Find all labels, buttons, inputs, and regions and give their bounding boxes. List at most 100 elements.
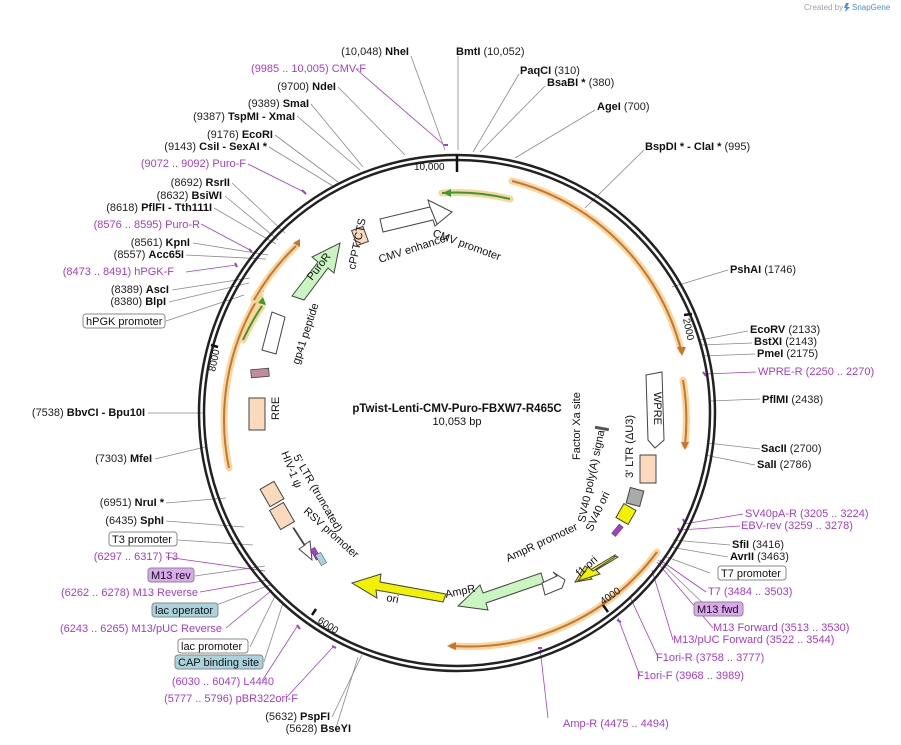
site-pflfi-tth111i[interactable]: (8618) PflFI - Tth111I [106,202,212,214]
site-paqci[interactable]: PaqCI (310) [520,65,580,77]
site-blpi[interactable]: (8380) BlpI [110,296,166,308]
site-pspfi[interactable]: (5632) PspFI [265,711,330,723]
primer-cmv-f[interactable]: (9985 .. 10,005) CMV-F [251,63,366,75]
cmv-promoter-arrow [379,199,453,233]
site-sacii[interactable]: SacII (2700) [761,443,822,455]
label-ori: ori [385,592,399,606]
primer-l4440[interactable]: (6030 .. 6047) L4440 [172,676,274,688]
site-sphi[interactable]: (6435) SphI [105,515,164,527]
box-cap-binding-site[interactable]: CAP binding site [174,654,264,670]
box-m13-fwd[interactable]: M13 fwd [693,601,744,617]
factorxa-mark [594,425,610,432]
primer-t3[interactable]: (6297 .. 6317) T3 [94,551,178,563]
tick-2000: 2000 [680,317,695,341]
svg-text:M13 fwd: M13 fwd [697,604,739,616]
svg-text:T3 promoter: T3 promoter [112,534,172,546]
backbone-ticks [210,155,693,616]
site-pshai[interactable]: PshAI (1746) [730,264,796,276]
site-sfii[interactable]: SfiI (3416) [732,539,784,551]
site-acc65i[interactable]: (8557) Acc65I [114,249,184,261]
site-kpni[interactable]: (8561) KpnI [131,237,190,249]
site-sali[interactable]: SalI (2786) [757,459,811,471]
primer-t7[interactable]: T7 (3484 .. 3503) [708,586,792,598]
site-bspdi-clai[interactable]: BspDI * - ClaI * (995) [645,141,750,153]
plasmid-name: pTwist-Lenti-CMV-Puro-FBXW7-R465C [352,403,561,415]
site-nrui[interactable]: (6951) NruI * [100,497,165,509]
tick-6000: 6000 [315,615,340,637]
site-nhei[interactable]: (10,048) NheI [341,46,409,58]
site-ecorv[interactable]: EcoRV (2133) [750,324,820,336]
primer-puro-r[interactable]: (8576 .. 8595) Puro-R [94,219,200,231]
primer-sv40pa-r[interactable]: SV40pA-R (3205 .. 3224) [745,508,869,520]
label-gp41: gp41 peptide [290,302,321,366]
sv40ori-box [615,502,637,526]
primer-ebv-rev[interactable]: EBV-rev (3259 .. 3278) [741,520,853,532]
primer-pbr322ori-f[interactable]: (5777 .. 5796) pBR322ori-F [164,693,298,705]
pink-feature [250,367,270,379]
primer-puro-f[interactable]: (9072 .. 9092) Puro-F [141,158,246,170]
site-bstxi[interactable]: BstXI (2143) [754,336,817,348]
primer-labels: (9985 .. 10,005) CMV-F (9072 .. 9092) Pu… [60,63,874,730]
site-ecori[interactable]: (9176) EcoRI [207,129,273,141]
site-bbvci-bpu10i[interactable]: (7538) BbvCI - Bpu10I [32,407,145,419]
box-t7-promoter[interactable]: T7 promoter [717,565,787,581]
primer-m13puc-forward[interactable]: M13/pUC Forward (3522 .. 3544) [673,634,834,646]
primer-m13-forward[interactable]: M13 Forward (3513 .. 3530) [713,622,849,634]
site-tspmi-xmai[interactable]: (9387) TspMI - XmaI [193,111,295,123]
site-rsrii[interactable]: (8692) RsrII [171,177,230,189]
box-lac-promoter[interactable]: lac promoter [177,638,249,654]
boxed-labels: hPGK promoter T3 promoter M13 rev lac op… [82,313,787,670]
box-lac-operator[interactable]: lac operator [151,602,219,618]
label-cppt: cPPT/CTS [346,217,369,270]
site-avrii[interactable]: AvrII (3463) [730,551,789,563]
site-bseyi[interactable]: (5628) BseYI [286,723,351,735]
site-csii-sexai[interactable]: (9143) CsiI - SexAI * [164,141,267,153]
svg-text:lac promoter: lac promoter [181,641,242,653]
label-ltr3: 3' LTR (ΔU3) [624,415,636,478]
site-pflmi[interactable]: PflMI (2438) [762,394,823,406]
site-leader-lines [148,55,761,729]
snapgene-logo-icon [844,3,850,12]
site-bmti[interactable]: BmtI (10,052) [456,46,525,58]
site-pmei[interactable]: PmeI (2175) [757,348,818,360]
box-t3-promoter[interactable]: T3 promoter [108,531,178,547]
svg-text:hPGK promoter: hPGK promoter [86,316,163,328]
feature-arcs [220,177,690,650]
site-bsiwi[interactable]: (8632) BsiWI [157,190,222,202]
box-hpgk-promoter[interactable]: hPGK promoter [82,313,166,329]
primer-markers [234,144,707,649]
primer-m13puc-reverse[interactable]: (6243 .. 6265) M13/pUC Reverse [60,623,222,635]
rsv-arrow [292,527,313,562]
site-asci[interactable]: (8389) AscI [111,284,169,296]
box-m13-rev[interactable]: M13 rev [147,567,195,583]
primer-hpgk-f[interactable]: (8473 .. 8491) hPGK-F [63,266,175,278]
ltr5-box [259,480,285,508]
primer-amp-r[interactable]: Amp-R (4475 .. 4494) [563,718,669,730]
site-ndei[interactable]: (9700) NdeI [277,81,336,93]
label-factorxa: Factor Xa site [571,392,583,460]
site-smai[interactable]: (9389) SmaI [248,98,309,110]
primer-f1ori-f[interactable]: F1ori-F (3968 .. 3989) [637,670,744,682]
site-bsabi[interactable]: BsaBI * (380) [547,77,614,89]
site-agei[interactable]: AgeI (700) [597,101,650,113]
primer-leader-lines [165,68,757,719]
site-mfei[interactable]: (7303) MfeI [95,453,152,465]
primer-wpre-r[interactable]: WPRE-R (2250 .. 2270) [758,366,874,378]
puror-arrow [291,242,341,301]
svg-text:T7 promoter: T7 promoter [721,568,781,580]
label-rre: RRE [270,397,282,420]
tick-8000: 8000 [207,348,222,372]
rre-box [248,397,266,431]
svg-text:M13 rev: M13 rev [151,570,191,582]
credit-created-by: Created by [804,3,843,12]
primer-f1ori-r[interactable]: F1ori-R (3758 .. 3777) [656,652,764,664]
credit-brand: SnapGene [852,3,891,12]
ori-arrow [350,573,447,603]
hiv-box [268,501,296,531]
site-labels: (10,048) NheI BmtI (10,052) PaqCI (310) … [32,46,823,735]
svg-text:lac operator: lac operator [155,605,213,617]
wpre-arrow [645,371,665,449]
primer-m13-reverse[interactable]: (6262 .. 6278) M13 Reverse [61,587,198,599]
gp41-arrow [261,311,286,355]
